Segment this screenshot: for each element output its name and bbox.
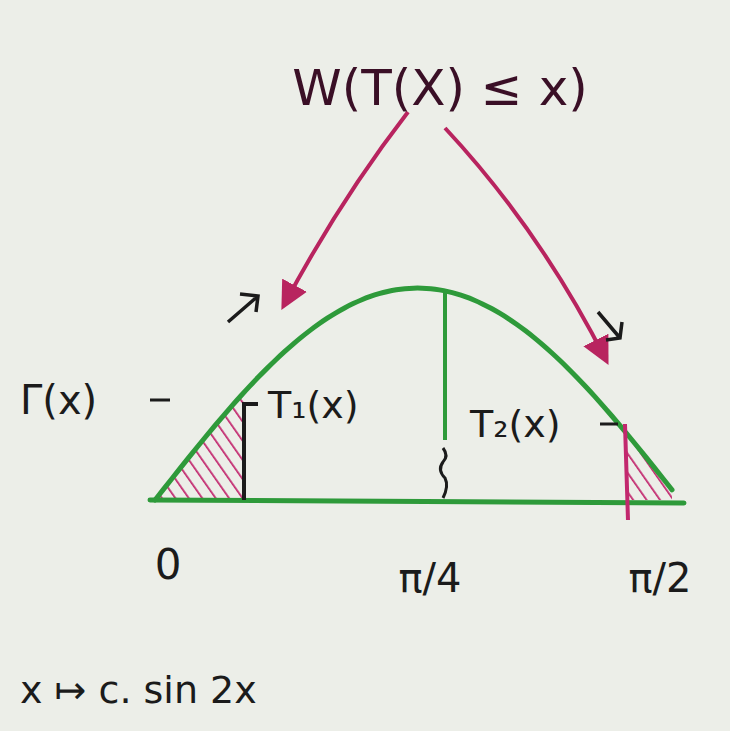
t2-marker: [625, 424, 628, 520]
function-caption: x ↦ c. sin 2x: [20, 671, 257, 709]
axis-tick-label: 0: [155, 544, 182, 586]
density-curve: [155, 288, 672, 500]
t1-marker: [244, 404, 258, 500]
probability-expression: W(T(X) ≤ x): [292, 63, 588, 113]
pointer-arrow: [284, 112, 408, 305]
quantile-label: T₁(x): [268, 386, 359, 424]
quantile-label: T₂(x): [470, 405, 561, 443]
x-axis: [150, 500, 684, 503]
curve-label: Γ(x): [20, 380, 97, 420]
median-line: [443, 292, 447, 440]
increase-arrow: [228, 294, 258, 322]
leader-tick: [150, 399, 170, 402]
leader-tick: [600, 423, 618, 426]
axis-tick-label: π/2: [628, 558, 691, 598]
pointer-arrow: [445, 128, 606, 360]
axis-tick-label: π/4: [398, 558, 461, 598]
median-brace: [440, 448, 446, 498]
decrease-arrow: [598, 312, 622, 340]
